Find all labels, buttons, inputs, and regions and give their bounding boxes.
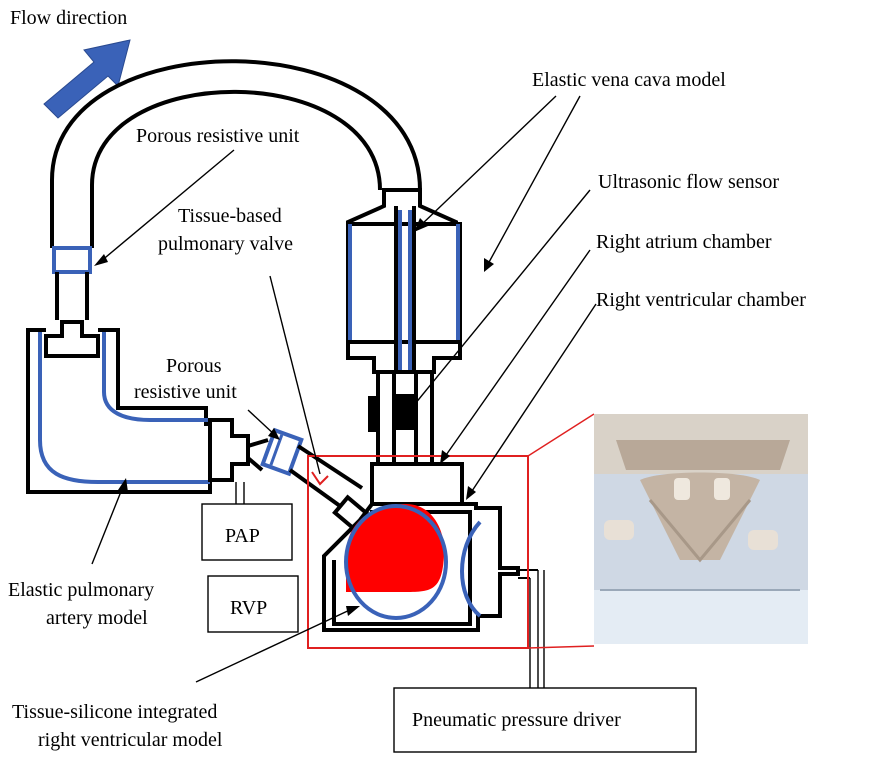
flow-direction-arrow xyxy=(43,39,131,119)
rv-inner-wall xyxy=(332,510,472,626)
label-porous-unit-1: Porous xyxy=(166,355,222,377)
rvp-box xyxy=(207,575,299,633)
label-ultrasonic-sensor: Ultrasonic flow sensor xyxy=(598,171,779,193)
vena-cava-bottom-cap xyxy=(346,340,462,374)
rv-housing xyxy=(322,502,520,632)
elbow-end-fitting xyxy=(208,418,250,482)
label-tissue-silicone-1: Tissue-silicone integrated xyxy=(12,701,217,723)
pap-box xyxy=(201,503,293,561)
label-pap: PAP xyxy=(225,525,260,547)
highlight-frame xyxy=(307,455,529,649)
label-elastic-pa-1: Elastic pulmonary xyxy=(8,579,154,601)
rv-diaphragm xyxy=(460,520,482,618)
label-right-atrium: Right atrium chamber xyxy=(596,231,772,253)
label-elastic-pa-2: artery model xyxy=(46,607,148,629)
porous-unit-angled xyxy=(260,427,304,477)
label-porous-resistive-unit-top: Porous resistive unit xyxy=(136,125,300,147)
right-atrium-chamber xyxy=(370,462,464,506)
porous-unit-top xyxy=(52,246,92,274)
label-tissue-valve-1: Tissue-based xyxy=(178,205,282,227)
label-rvp: RVP xyxy=(230,597,267,619)
rv-silicone-wall xyxy=(344,504,448,620)
leader-atrium xyxy=(443,249,591,459)
rv-blood-fill xyxy=(346,504,445,592)
leader-tissue-silicone xyxy=(195,607,355,683)
vena-cava-body xyxy=(346,222,462,344)
arch-tube-outer xyxy=(50,59,422,248)
leader-tissue-valve xyxy=(269,275,321,475)
elbow-top-fitting xyxy=(44,320,100,358)
pneumatic-driver-box xyxy=(393,687,697,753)
pulmonary-valve-symbol xyxy=(311,471,329,486)
ultrasonic-sensor-left xyxy=(368,396,376,432)
label-elastic-vena-cava: Elastic vena cava model xyxy=(532,69,726,91)
leader-vena-cava xyxy=(419,95,557,227)
label-porous-unit-2: resistive unit xyxy=(134,381,237,403)
pa-elbow-lining xyxy=(38,332,210,484)
label-tissue-valve-2: pulmonary valve xyxy=(158,233,293,255)
leader-ultrasonic xyxy=(409,189,591,411)
label-pneumatic-driver: Pneumatic pressure driver xyxy=(412,709,621,731)
label-tissue-silicone-2: right ventricular model xyxy=(38,729,223,751)
label-right-ventricular: Right ventricular chamber xyxy=(596,289,806,311)
leader-porous-top xyxy=(99,149,235,263)
arch-tube-inner xyxy=(90,89,382,248)
leader-elastic-pa xyxy=(91,483,125,565)
leader-vena-cava-2 xyxy=(487,95,581,265)
leader-ventricular xyxy=(469,303,597,495)
photo-inset xyxy=(594,414,808,644)
label-flow-direction: Flow direction xyxy=(10,7,127,29)
